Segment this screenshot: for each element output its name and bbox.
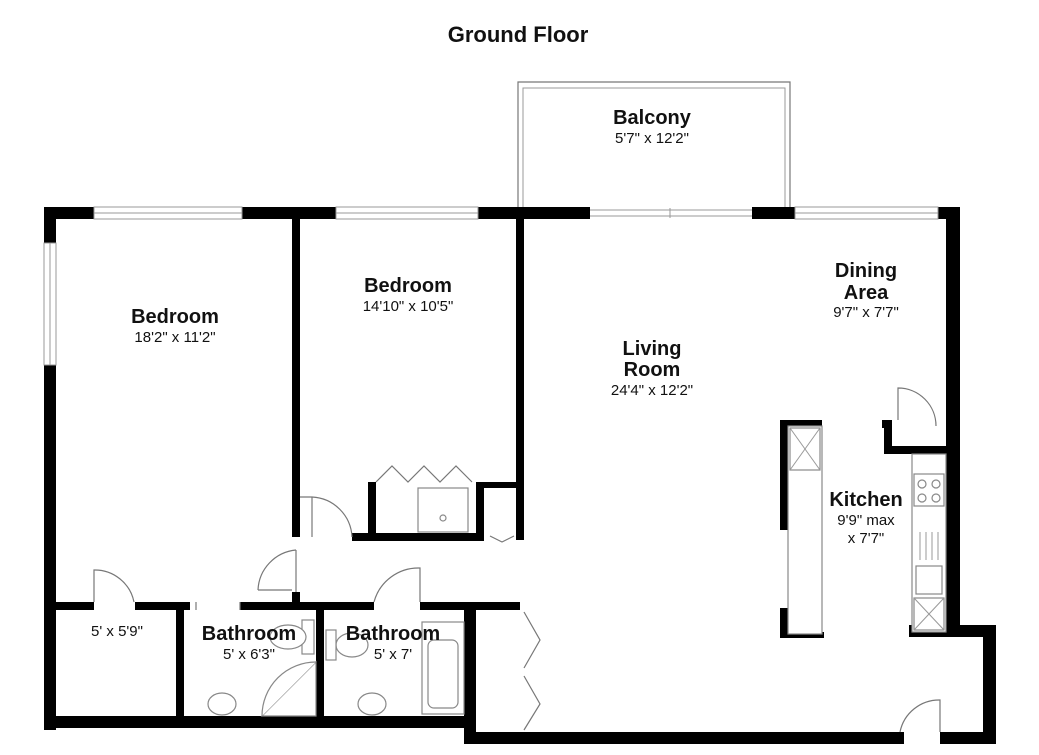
room-name: Bathroom	[346, 623, 440, 645]
fixtures	[207, 425, 947, 717]
room-dining-area: Dining Area 9'7" x 7'7"	[833, 260, 899, 321]
room-bathroom-right: Bathroom 5' x 7'	[346, 623, 440, 663]
room-bathroom-left: Bathroom 5' x 6'3"	[202, 623, 296, 663]
doors	[93, 387, 941, 733]
room-bedroom-middle: Bedroom 14'10" x 10'5"	[363, 275, 454, 315]
balcony-outline	[517, 81, 791, 207]
room-dimensions-line1: 9'9" max	[837, 512, 895, 529]
walls	[44, 207, 996, 744]
room-name: Balcony	[613, 107, 692, 129]
room-name: Bedroom	[364, 275, 452, 297]
room-dimensions: 9'7" x 7'7"	[833, 304, 899, 321]
room-balcony: Balcony 5'7" x 12'2"	[613, 107, 692, 147]
room-name-line1: Living	[623, 338, 682, 360]
room-dimensions: 18'2" x 11'2"	[134, 329, 215, 346]
room-dimensions: 5' x 6'3"	[223, 646, 275, 663]
room-closet: 5' x 5'9"	[91, 623, 143, 640]
room-dimensions: 5' x 7'	[374, 646, 412, 663]
room-name: Kitchen	[829, 489, 902, 511]
room-dimensions: 14'10" x 10'5"	[363, 298, 454, 315]
room-bedroom-left: Bedroom 18'2" x 11'2"	[131, 306, 219, 346]
room-dimensions: 24'4" x 12'2"	[611, 382, 693, 399]
room-living-room: Living Room 24'4" x 12'2"	[611, 338, 693, 399]
room-name-line1: Dining	[835, 260, 897, 282]
room-name: Bathroom	[202, 623, 296, 645]
room-dimensions: 5'7" x 12'2"	[615, 130, 689, 147]
windows	[43, 206, 939, 366]
room-kitchen: Kitchen 9'9" max x 7'7"	[829, 489, 902, 547]
room-name: Bedroom	[131, 306, 219, 328]
plan-title: Ground Floor	[448, 22, 589, 47]
room-name-line2: Area	[844, 282, 889, 304]
room-dimensions: 5' x 5'9"	[91, 623, 143, 640]
room-dimensions-line2: x 7'7"	[848, 530, 885, 547]
room-name-line2: Room	[624, 359, 681, 381]
